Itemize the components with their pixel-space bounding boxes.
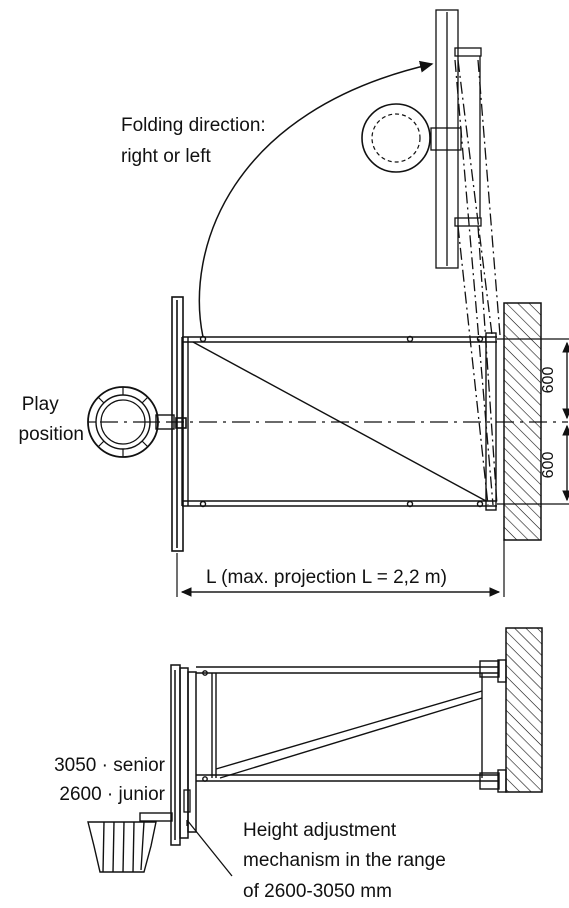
wall-side — [505, 627, 543, 793]
folded-position — [361, 9, 501, 506]
height-adjustment-mechanism — [183, 789, 233, 877]
backboard-side — [170, 664, 197, 846]
frame-side — [196, 659, 507, 793]
rim-side — [87, 812, 173, 873]
projection-dimension — [176, 540, 505, 597]
dimension-600 — [497, 338, 569, 505]
height-adjustment-label: Height adjustment mechanism in the range… — [243, 820, 451, 902]
junior-height-label: 2600 · junior — [59, 784, 165, 805]
play-position-label: Play position — [19, 394, 85, 445]
backboard-play — [171, 296, 187, 552]
top-view: 600 600 Folding direction: right or left… — [19, 9, 569, 597]
folding-direction-label: Folding direction: right or left — [121, 115, 271, 167]
folding-arrow — [198, 60, 434, 338]
senior-height-label: 3050 · senior — [54, 755, 166, 776]
net-lines — [88, 387, 158, 457]
side-view: 3050 · senior 2600 · junior Height adjus… — [54, 627, 543, 902]
dimension-lower: 600 — [540, 452, 557, 479]
dimension-upper: 600 — [540, 367, 557, 394]
projection-label: L (max. projection L = 2,2 m) — [206, 567, 447, 588]
